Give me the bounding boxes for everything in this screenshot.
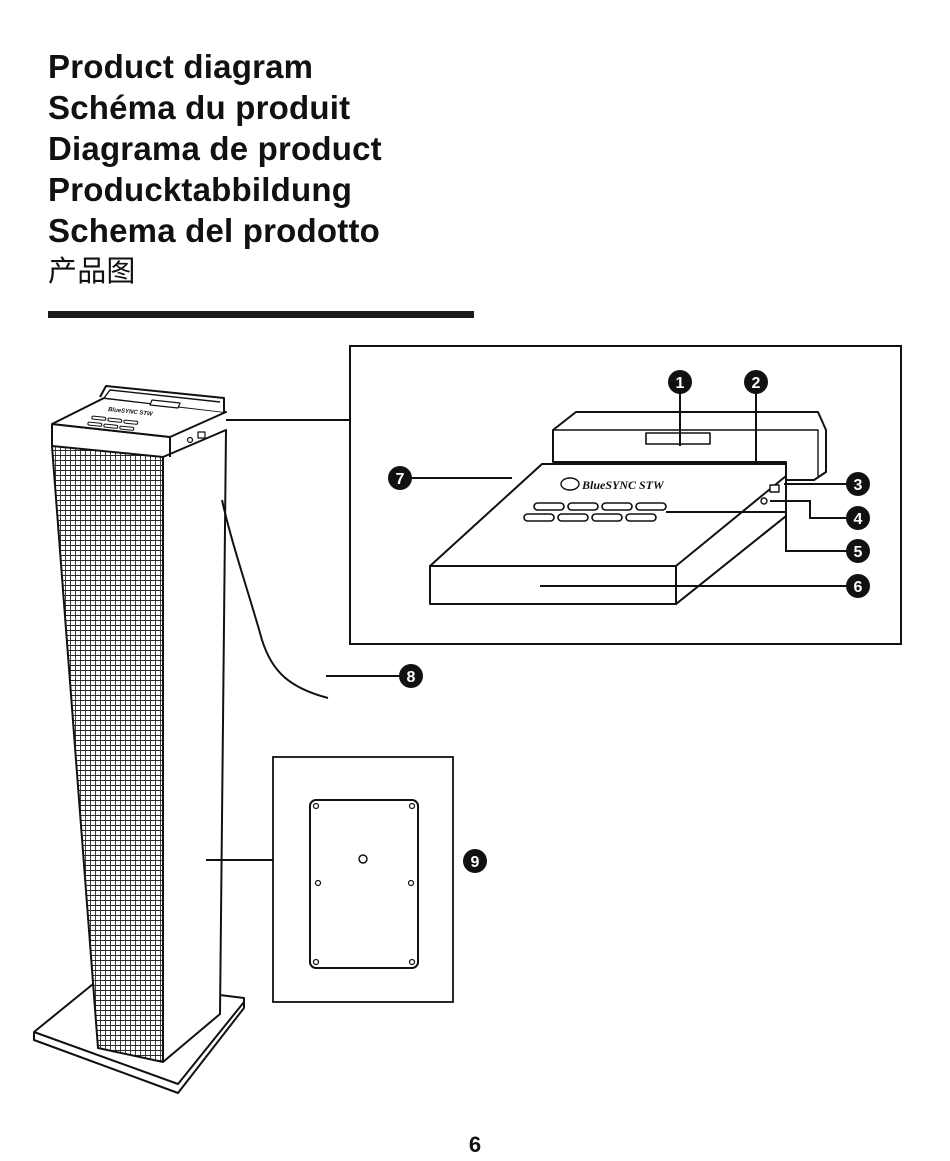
tower-top-buttons (87, 415, 139, 431)
title-chinese: 产品图 (48, 254, 136, 288)
svg-text:2: 2 (752, 375, 761, 392)
title-divider (48, 311, 474, 318)
svg-text:5: 5 (854, 544, 863, 561)
control-buttons (523, 502, 667, 522)
tower-speaker: BlueSYNC STW (33, 385, 329, 1094)
aux-jack-icon (760, 497, 768, 505)
svg-text:4: 4 (854, 511, 863, 528)
svg-text:7: 7 (396, 471, 405, 488)
back-panel-view (272, 756, 454, 1003)
panel-brand-label: BlueSYNC STW (581, 478, 665, 492)
svg-text:1: 1 (676, 375, 685, 392)
callout-1: 1 (668, 370, 692, 394)
title-list: Product diagram Schéma du produit Diagra… (48, 46, 382, 292)
audio-cable (221, 499, 329, 699)
corner-screws (312, 802, 416, 966)
title-italian: Schema del prodotto (48, 212, 380, 249)
callout-2: 2 (744, 370, 768, 394)
svg-text:8: 8 (407, 669, 416, 686)
top-detail-view: BlueSYNC STW (349, 345, 902, 645)
callout-5: 5 (846, 539, 870, 563)
usb-port-icon (769, 484, 780, 493)
page-number: 6 (468, 1132, 482, 1157)
center-screw-icon (358, 854, 368, 864)
title-french: Schéma du produit (48, 89, 351, 126)
brand-logo-icon (560, 477, 580, 491)
callout-8: 8 (399, 664, 423, 688)
callout-3: 3 (846, 472, 870, 496)
callout-7: 7 (388, 466, 412, 490)
title-english: Product diagram (48, 48, 314, 85)
tower-brand-label: BlueSYNC STW (108, 407, 154, 418)
tower-top (51, 397, 227, 438)
callout-9: 9 (463, 849, 487, 873)
callout-4: 4 (846, 506, 870, 530)
back-cover-plate (309, 799, 419, 969)
callout-6: 6 (846, 574, 870, 598)
speaker-grille (51, 445, 164, 1063)
svg-text:6: 6 (854, 579, 863, 596)
tower-side (162, 429, 227, 1063)
svg-text:9: 9 (471, 854, 480, 871)
title-german: Producktabbildung (48, 171, 353, 208)
title-spanish: Diagrama de product (48, 130, 382, 167)
svg-text:3: 3 (854, 477, 863, 494)
dock-slot (645, 432, 711, 445)
